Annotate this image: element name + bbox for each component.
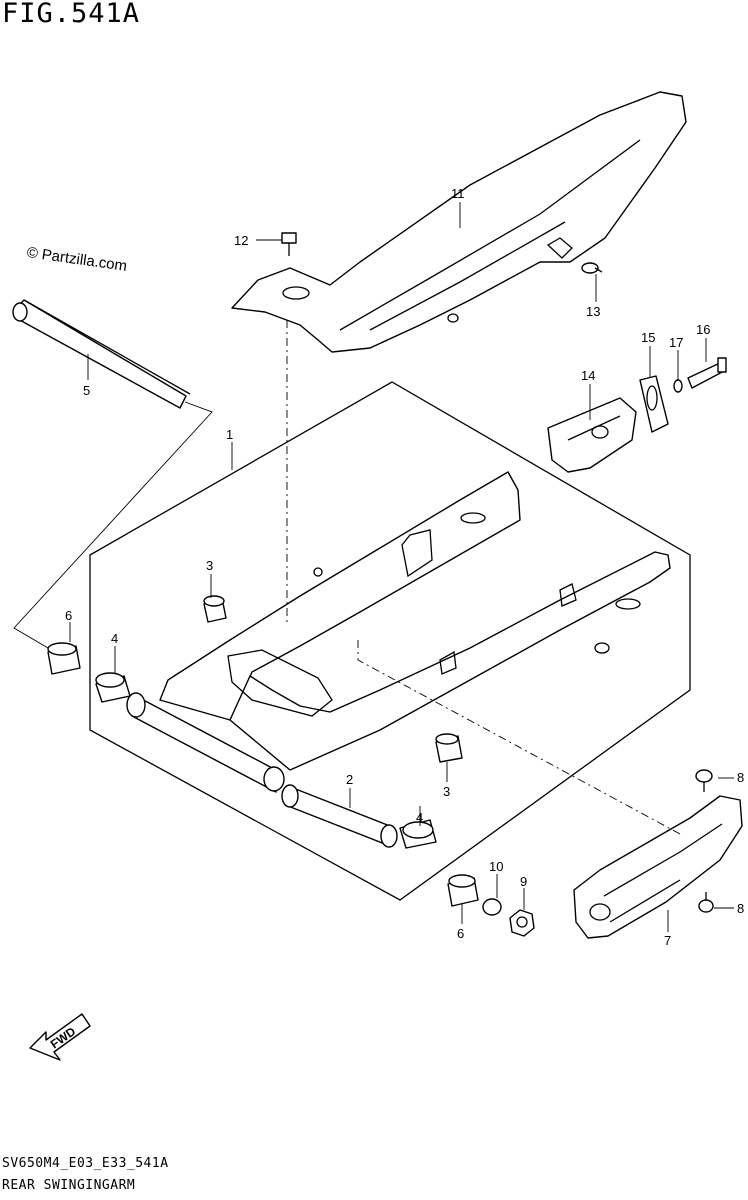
callout-4b: 4 xyxy=(416,810,423,825)
callout-3b: 3 xyxy=(443,784,450,799)
bearing-4a-part xyxy=(95,672,131,703)
adjuster-plate-part xyxy=(573,795,743,939)
callout-5: 5 xyxy=(83,383,90,398)
callout-6a: 6 xyxy=(65,608,72,623)
washer-17-part xyxy=(673,379,683,393)
callout-6b: 6 xyxy=(457,926,464,941)
washer-10-part xyxy=(482,898,502,916)
screw-13-part xyxy=(581,262,603,274)
callout-12: 12 xyxy=(234,233,248,248)
callout-8b: 8 xyxy=(737,901,744,916)
callout-4a: 4 xyxy=(111,631,118,646)
bolt-16-part xyxy=(687,357,727,389)
callout-15: 15 xyxy=(641,330,655,345)
bearing-4b-part xyxy=(399,819,437,849)
callout-13: 13 xyxy=(586,304,600,319)
plate-15-part xyxy=(639,375,669,433)
callout-10: 10 xyxy=(489,859,503,874)
collar-6a-part xyxy=(47,642,81,675)
bolt-8b-part xyxy=(698,892,714,913)
callout-8a: 8 xyxy=(737,770,744,785)
collar-6b-part xyxy=(447,874,479,907)
chain-guide-part xyxy=(547,397,637,473)
footer-diagram-name: REAR SWINGINGARM xyxy=(2,1178,136,1193)
figure-title: FIG.541A xyxy=(2,0,141,29)
chain-case-part xyxy=(231,91,687,353)
pivot-tube-part xyxy=(126,692,285,793)
swingarm-part xyxy=(159,471,671,771)
callout-11: 11 xyxy=(451,186,465,201)
bolt-8a-part xyxy=(695,769,713,792)
nut-9-part xyxy=(509,909,535,937)
callout-1: 1 xyxy=(226,427,233,442)
callout-2: 2 xyxy=(346,772,353,787)
callout-14: 14 xyxy=(581,368,595,383)
spacer-2-part xyxy=(281,784,398,848)
callout-9: 9 xyxy=(520,874,527,889)
assembly-box xyxy=(89,381,691,901)
bearing-3a-part xyxy=(203,595,227,623)
callout-16: 16 xyxy=(696,322,710,337)
callout-17: 17 xyxy=(669,335,683,350)
bolt-12-part xyxy=(281,232,297,256)
fwd-arrow-icon: FWD xyxy=(29,1013,91,1061)
bearing-3b-part xyxy=(435,733,463,763)
footer-diagram-code: SV650M4_E03_E33_541A xyxy=(2,1156,169,1171)
pivot-shaft-part xyxy=(12,299,213,649)
callout-3a: 3 xyxy=(206,558,213,573)
callout-7: 7 xyxy=(664,933,671,948)
